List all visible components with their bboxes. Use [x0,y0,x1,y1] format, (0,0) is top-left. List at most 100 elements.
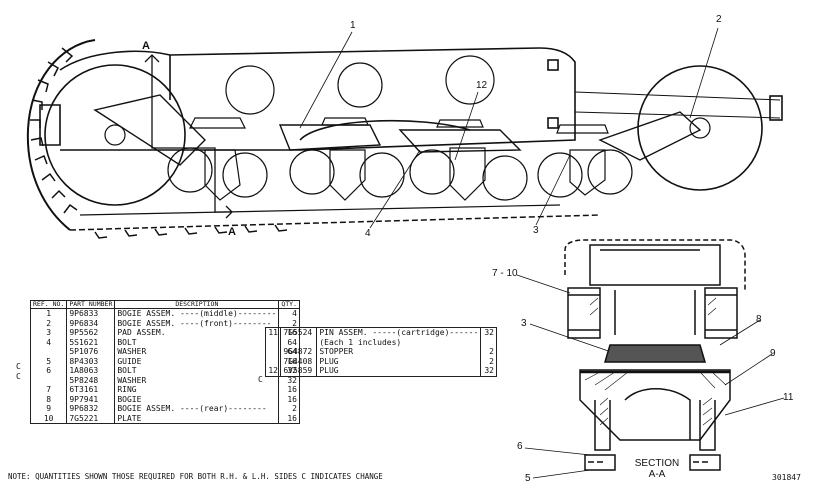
row-ref: 10 [30,413,68,424]
row-desc: RING [114,385,280,395]
row-desc: BOGIE ASSEM. ----(front)-------- [114,318,280,328]
leader-lines [299,27,785,479]
row-desc: PLUG [316,366,482,376]
row-part: 9P7941 [66,394,116,404]
rubber-pads [189,117,609,134]
row-desc: WASHER [114,375,280,385]
row-qty: 4 [292,309,297,318]
row-qty: 2 [292,404,297,413]
row-desc: STOPPER [316,347,482,357]
section-cut-line [144,54,233,219]
bogie-housings [204,147,606,201]
row-desc: (Each 1 includes) [316,337,482,347]
row-desc: WASHER [114,347,280,357]
row-part: 9P5562 [66,328,116,338]
row-ref: 2 [30,318,68,328]
callout-9: 9 [770,348,776,359]
row-desc: BOGIE ASSEM. ----(middle)-------- [114,308,280,319]
row-desc: BOGIE [114,394,280,404]
row-ref [30,347,68,357]
row-qty: 32 [484,328,494,337]
section-mark-a-top: A [142,40,150,52]
callout-7-10: 7 - 10 [492,268,518,279]
row-part: 8P4303 [66,356,116,366]
row-qty: 32 [287,375,297,385]
header-part-number: PART NUMBER [66,300,116,309]
row-desc: BOLT [114,337,280,347]
table-row: (Each 1 includes) [265,337,497,348]
row-part: 7G5221 [66,413,116,424]
roller-frame [39,47,783,151]
track-rollers [167,147,633,201]
row-part: 5S1621 [66,337,116,347]
row-qty: 2 [489,356,494,366]
row-desc: PLUG [316,356,482,366]
row-ref: 1 [30,308,68,319]
row-part: 5P8248 [66,375,116,385]
section-view [564,239,746,471]
row-part: 5P1076 [66,347,116,357]
row-part [280,337,318,347]
document-number: 301847 [772,473,801,482]
header-qty: QTY. [278,300,300,309]
change-mark-2: C [16,372,21,381]
callout-11: 11 [783,392,794,403]
row-ref: 9 [30,404,68,414]
callout-4: 4 [365,228,371,239]
row-part: 9P6833 [66,308,116,319]
row-qty [481,338,497,348]
row-part: 7G5524 [280,327,318,338]
row-qty: 16 [287,413,297,423]
change-mark-1: C [16,362,21,371]
callout-3-top: 3 [533,225,539,236]
row-part: 9P6832 [66,404,116,414]
callout-5: 5 [525,473,531,484]
row-qty: 2 [489,347,494,356]
callout-3-section: 3 [521,318,527,329]
callout-12: 12 [476,80,488,91]
row-qty: 32 [484,366,494,375]
row-ref: 4 [30,337,68,347]
header-ref: REF. NO. [29,300,68,309]
row-ref: 6 [30,366,68,376]
track-shoes [30,47,288,239]
row-qty: 16 [287,385,297,394]
row-ref: 3 [30,328,68,338]
row-ref: 8 [30,394,68,404]
row-ref [265,337,282,347]
callout-6: 6 [517,441,523,452]
track-chain [26,39,601,231]
row-desc: PAD ASSEM. [114,328,280,338]
callout-2: 2 [716,14,722,25]
row-desc: GUIDE [114,356,280,366]
row-ref: 7 [30,385,68,395]
parts-table-header: REF. NO. PART NUMBER DESCRIPTION QTY. [29,300,300,309]
row-part: 9P6834 [66,318,116,328]
section-mark-a-bottom: A [228,226,236,238]
row-part: 6V5859 [280,366,318,376]
row-desc: PIN ASSEM. -----(cartridge)------ [316,327,482,338]
row-part: 6T3161 [66,385,116,395]
callout-8: 8 [756,314,762,325]
section-label: SECTION A-A [632,458,682,480]
section-label-line1: SECTION [634,458,680,469]
